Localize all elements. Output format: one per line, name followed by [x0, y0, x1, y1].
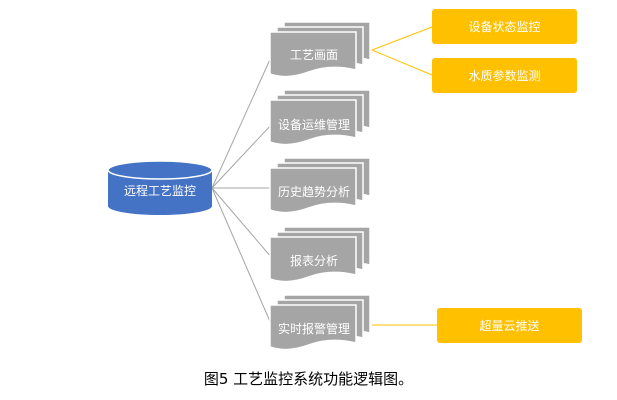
- module-label-3: 历史趋势分析: [277, 185, 350, 199]
- sub-connector-2: [371, 49, 433, 76]
- sub-box-cloud-push[interactable]: 超量云推送: [437, 308, 582, 343]
- module-label-1: 工艺画面: [289, 48, 338, 62]
- figure-caption: 图5 工艺监控系统功能逻辑图。: [203, 370, 414, 388]
- document-page: [269, 167, 357, 214]
- module-stack-5[interactable]: [269, 294, 371, 351]
- module-stack-4[interactable]: [269, 226, 371, 283]
- document-page: [269, 304, 357, 351]
- sub-connectors: [371, 26, 437, 326]
- root-cylinder[interactable]: [107, 160, 213, 215]
- module-label-2: 设备运维管理: [277, 118, 350, 132]
- sub-box-water-quality[interactable]: 水质参数监测: [432, 58, 577, 93]
- module-stack-1[interactable]: [269, 21, 371, 78]
- module-stack-2[interactable]: [269, 89, 371, 146]
- document-page: [269, 236, 357, 283]
- connector-2: [211, 123, 273, 189]
- sub-box-device-status[interactable]: 设备状态监控: [432, 9, 577, 44]
- module-label-5: 实时报警管理: [277, 322, 350, 336]
- connector-1: [211, 54, 273, 189]
- document-page: [269, 31, 357, 78]
- module-label-4: 报表分析: [289, 254, 338, 268]
- root-label: 远程工艺监控: [123, 184, 196, 198]
- module-stack-3[interactable]: [269, 157, 371, 214]
- connector-4: [211, 187, 273, 259]
- sub-connector-1: [371, 26, 433, 51]
- connector-5: [211, 187, 273, 327]
- document-page: [269, 99, 357, 146]
- root-connectors: [211, 54, 273, 327]
